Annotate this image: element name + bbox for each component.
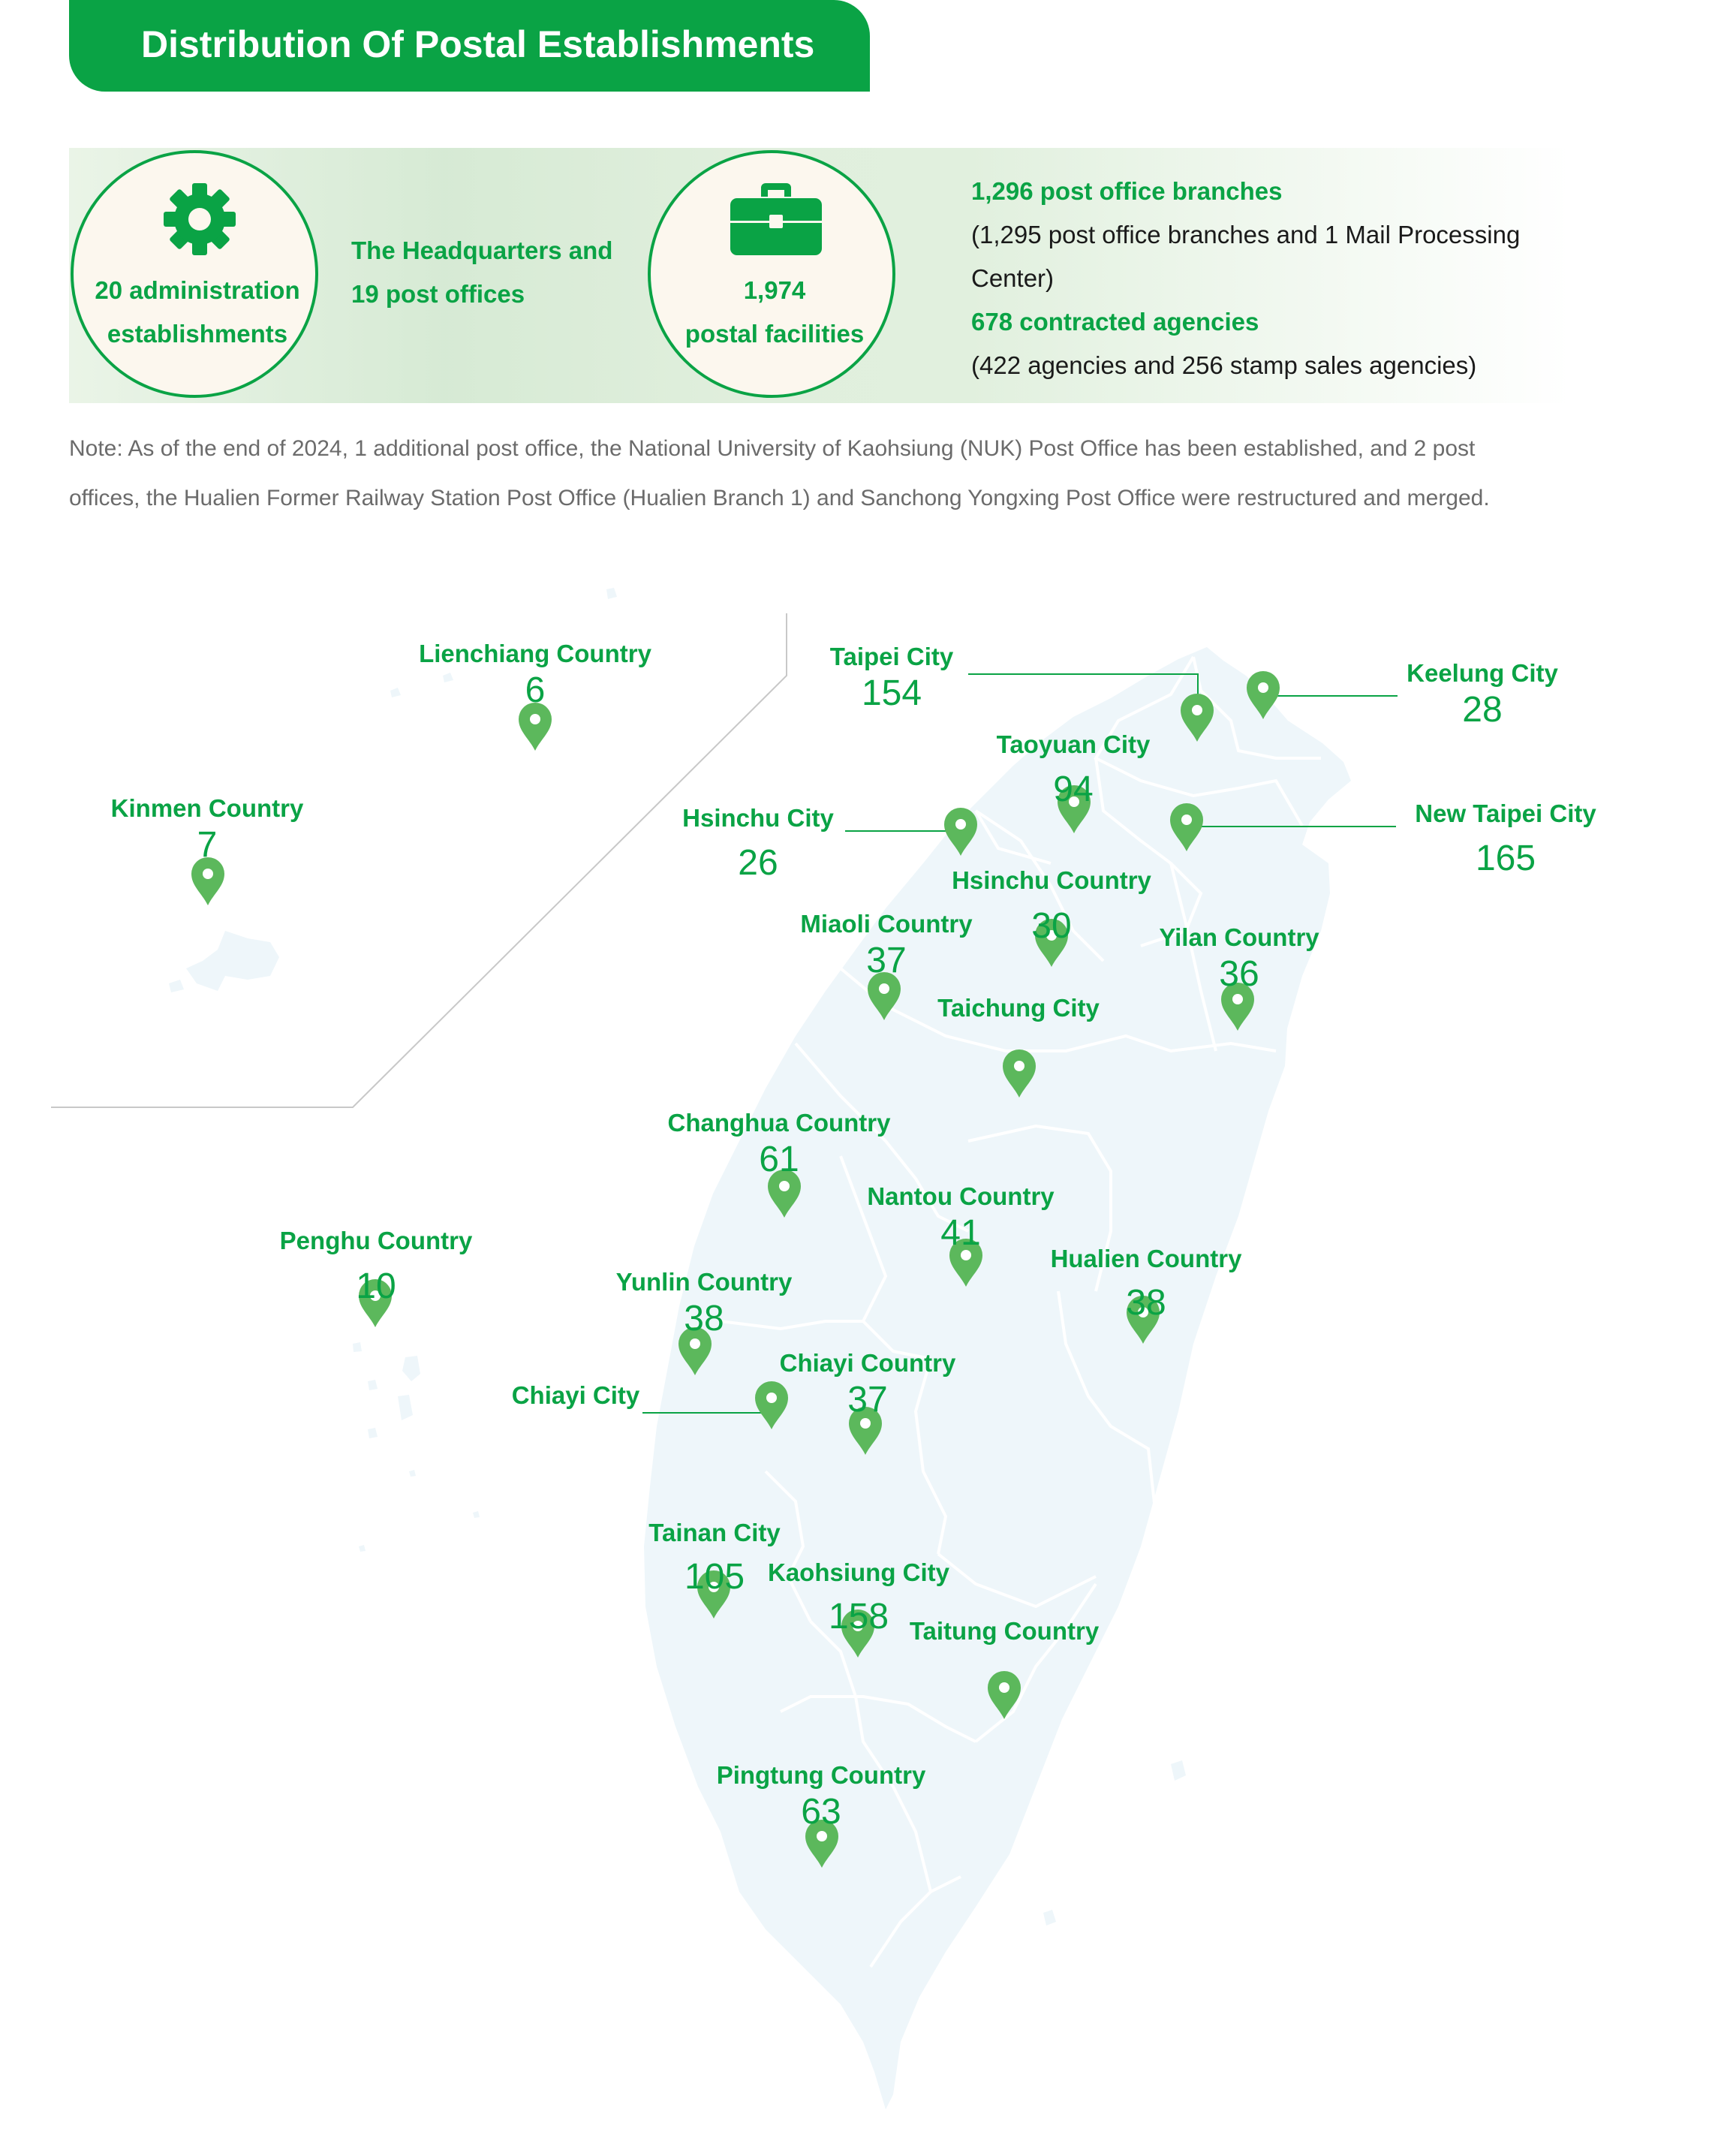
region-name-chiayi-city: Chiayi City	[511, 1381, 640, 1409]
region-name-chiayi-country: Chiayi Country	[779, 1349, 956, 1377]
region-count-yunlin: 38	[684, 1299, 724, 1338]
region-name-taoyuan: Taoyuan City	[996, 730, 1151, 758]
region-name-nantou: Nantou Country	[867, 1182, 1055, 1210]
region-count-hualien: 38	[1126, 1283, 1166, 1323]
region-count-kaohsiung: 158	[828, 1597, 889, 1637]
region-name-taitung: Taitung Country	[909, 1617, 1100, 1645]
facilities-circle: 1,974 postal facilities	[648, 150, 895, 398]
region-name-lienchiang: Lienchiang Country	[419, 640, 651, 667]
region-name-new-taipei: New Taipei City	[1415, 799, 1596, 827]
region-name-hsinchu-city: Hsinchu City	[682, 804, 834, 832]
facilities-line-1: 1,974	[743, 276, 806, 304]
region-name-keelung: Keelung City	[1407, 659, 1558, 687]
region-count-taoyuan: 94	[1053, 769, 1094, 809]
title-banner: Distribution Of Postal Establishments	[69, 0, 870, 92]
region-count-tainan: 105	[684, 1557, 745, 1597]
hq-line-1: The Headquarters and	[351, 236, 613, 264]
region-name-yilan: Yilan Country	[1159, 923, 1319, 951]
page-title: Distribution Of Postal Establishments	[141, 23, 815, 65]
region-name-pingtung: Pingtung Country	[716, 1761, 926, 1789]
region-count-nantou: 41	[940, 1213, 981, 1253]
branches-detail-2: Center)	[971, 264, 1055, 292]
region-count-kinmen: 7	[197, 825, 218, 865]
region-count-penghu: 10	[356, 1266, 396, 1306]
note-line-2: offices, the Hualien Former Railway Stat…	[69, 486, 1490, 510]
inset-divider	[51, 613, 787, 1108]
region-count-keelung: 28	[1462, 690, 1503, 730]
admin-line-2: establishments	[107, 320, 288, 348]
region-name-miaoli: Miaoli Country	[800, 910, 973, 938]
county-borders	[720, 655, 1321, 1968]
region-name-penghu: Penghu Country	[279, 1227, 473, 1254]
briefcase-icon	[730, 183, 822, 255]
region-name-tainan: Tainan City	[648, 1519, 781, 1546]
region-count-chiayi-country: 37	[847, 1380, 888, 1420]
region-count-hsinchu-city: 26	[738, 843, 778, 883]
hq-line-2: 19 post offices	[351, 280, 525, 308]
agencies-title: 678 contracted agencies	[971, 308, 1259, 336]
branches-block: 1,296 post office branches (1,295 post o…	[971, 170, 1520, 387]
region-name-taipei: Taipei City	[829, 643, 954, 670]
region-name-yunlin: Yunlin Country	[615, 1268, 793, 1296]
taiwan-island	[644, 647, 1351, 2109]
region-name-kinmen: Kinmen Country	[110, 794, 304, 822]
region-count-hsinchu-country: 30	[1031, 906, 1072, 946]
branches-detail-1: (1,295 post office branches and 1 Mail P…	[971, 221, 1521, 248]
region-name-hsinchu-country: Hsinchu Country	[952, 866, 1151, 894]
region-count-pingtung: 63	[801, 1792, 841, 1832]
note-line-1: Note: As of the end of 2024, 1 additiona…	[69, 436, 1476, 461]
admin-circle: 20 administration establishments	[71, 150, 318, 398]
agencies-detail: (422 agencies and 256 stamp sales agenci…	[971, 351, 1477, 379]
region-name-kaohsiung: Kaohsiung City	[767, 1558, 950, 1586]
region-count-yilan: 36	[1219, 954, 1259, 994]
note: Note: As of the end of 2024, 1 additiona…	[69, 424, 1690, 523]
region-count-changhua: 61	[759, 1140, 799, 1179]
region-count-new-taipei: 165	[1475, 839, 1536, 878]
region-name-hualien: Hualien Country	[1050, 1245, 1242, 1272]
facilities-line-2: postal facilities	[684, 320, 865, 348]
region-count-taipei: 154	[861, 673, 922, 713]
gear-icon	[164, 183, 236, 255]
branches-title: 1,296 post office branches	[971, 177, 1283, 205]
region-count-lienchiang: 6	[525, 670, 546, 710]
admin-line-1: 20 administration	[95, 276, 300, 304]
offshore-islands	[169, 588, 1186, 1926]
region-count-miaoli: 37	[866, 941, 907, 980]
region-name-changhua: Changhua Country	[667, 1109, 891, 1137]
region-name-taichung: Taichung City	[937, 994, 1100, 1022]
